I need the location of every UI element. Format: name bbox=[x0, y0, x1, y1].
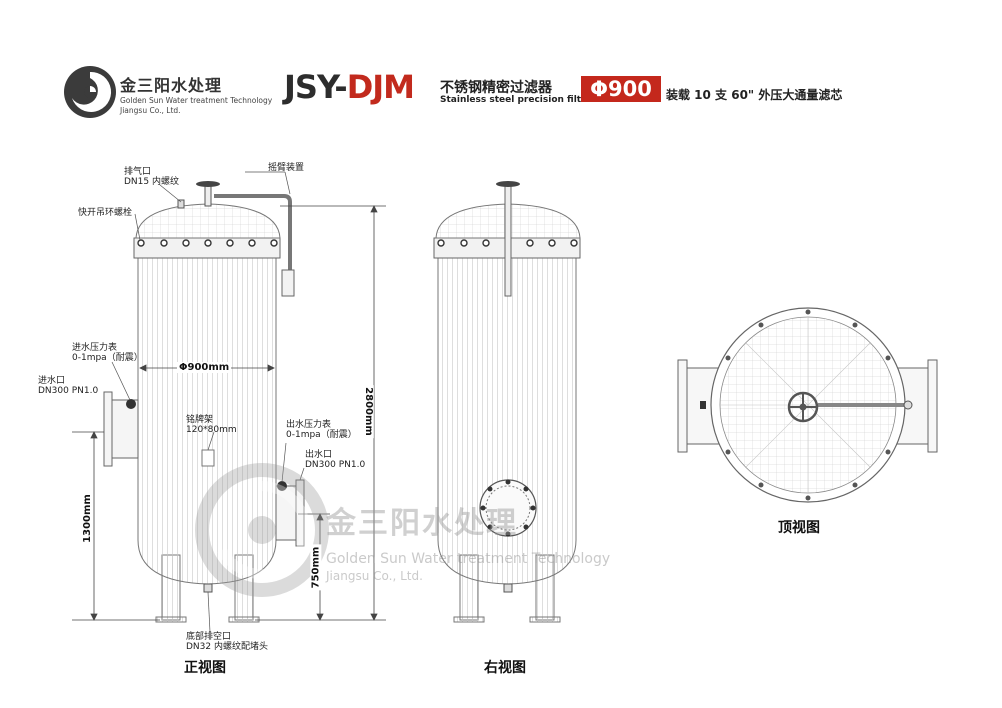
product-name-cn: 不锈钢精密过滤器 bbox=[440, 80, 552, 96]
drain-spec: DN32 内螺纹配堵头 bbox=[186, 642, 268, 652]
vent-label: 排气口 bbox=[124, 167, 152, 177]
right-view-title: 右视图 bbox=[484, 660, 526, 676]
watermark-text-en-line1: Golden Sun Water treatment Technology bbox=[326, 551, 611, 567]
inlet-spec: DN300 PN1.0 bbox=[38, 386, 99, 396]
right-view-vessel bbox=[433, 181, 581, 623]
nameplate-label: 铭牌架 bbox=[186, 415, 214, 425]
outlet-gauge-spec: 0-1mpa（耐震） bbox=[286, 430, 357, 440]
total-height-dimension: 2800mm bbox=[362, 385, 374, 438]
outlet-spec: DN300 PN1.0 bbox=[305, 460, 366, 470]
model-suffix: DJM bbox=[346, 68, 415, 106]
drain-label: 底部排空口 bbox=[186, 632, 232, 642]
watermark-text-cn: 金三阳水处理 bbox=[326, 506, 518, 541]
inlet-gauge-label: 进水压力表 bbox=[72, 343, 118, 353]
size-badge: Φ900 bbox=[581, 76, 661, 102]
front-view-title: 正视图 bbox=[184, 660, 226, 676]
watermark-logo-icon bbox=[195, 463, 329, 597]
inlet-label: 进水口 bbox=[38, 376, 66, 386]
company-name-en-line1: Golden Sun Water treatment Technology bbox=[120, 96, 273, 105]
model-number: JSY-DJM bbox=[284, 68, 415, 106]
inlet-gauge-spec: 0-1mpa（耐震） bbox=[72, 353, 143, 363]
company-logo-icon bbox=[64, 66, 116, 118]
front-view-clamp-bolts bbox=[137, 239, 278, 247]
outlet-label: 出水口 bbox=[305, 450, 333, 460]
rocker-label: 摇臂装置 bbox=[268, 163, 305, 173]
front-view-leader-lines bbox=[111, 171, 305, 633]
inlet-height-dimension: 1300mm bbox=[81, 492, 93, 545]
clamp-label: 快开吊环螺栓 bbox=[78, 208, 133, 218]
diameter-dimension: Φ900mm bbox=[177, 362, 232, 373]
spec-text: 装载 10 支 60" 外压大通量滤芯 bbox=[666, 88, 843, 102]
company-name-cn: 金三阳水处理 bbox=[120, 76, 223, 95]
vent-spec: DN15 内螺纹 bbox=[124, 177, 179, 187]
nameplate-spec: 120*80mm bbox=[186, 425, 237, 435]
company-name-en-line2: Jiangsu Co., Ltd. bbox=[120, 106, 181, 115]
outlet-height-dimension: 750mm bbox=[310, 544, 322, 591]
product-name-en: Stainless steel precision filter bbox=[440, 95, 592, 105]
model-prefix: JSY- bbox=[284, 68, 348, 106]
front-view-vessel bbox=[103, 181, 305, 623]
outlet-gauge-label: 出水压力表 bbox=[286, 420, 332, 430]
top-view-vessel bbox=[677, 307, 938, 503]
top-view-title: 顶视图 bbox=[778, 520, 820, 536]
watermark-text-en-line2: Jiangsu Co., Ltd. bbox=[326, 569, 423, 583]
